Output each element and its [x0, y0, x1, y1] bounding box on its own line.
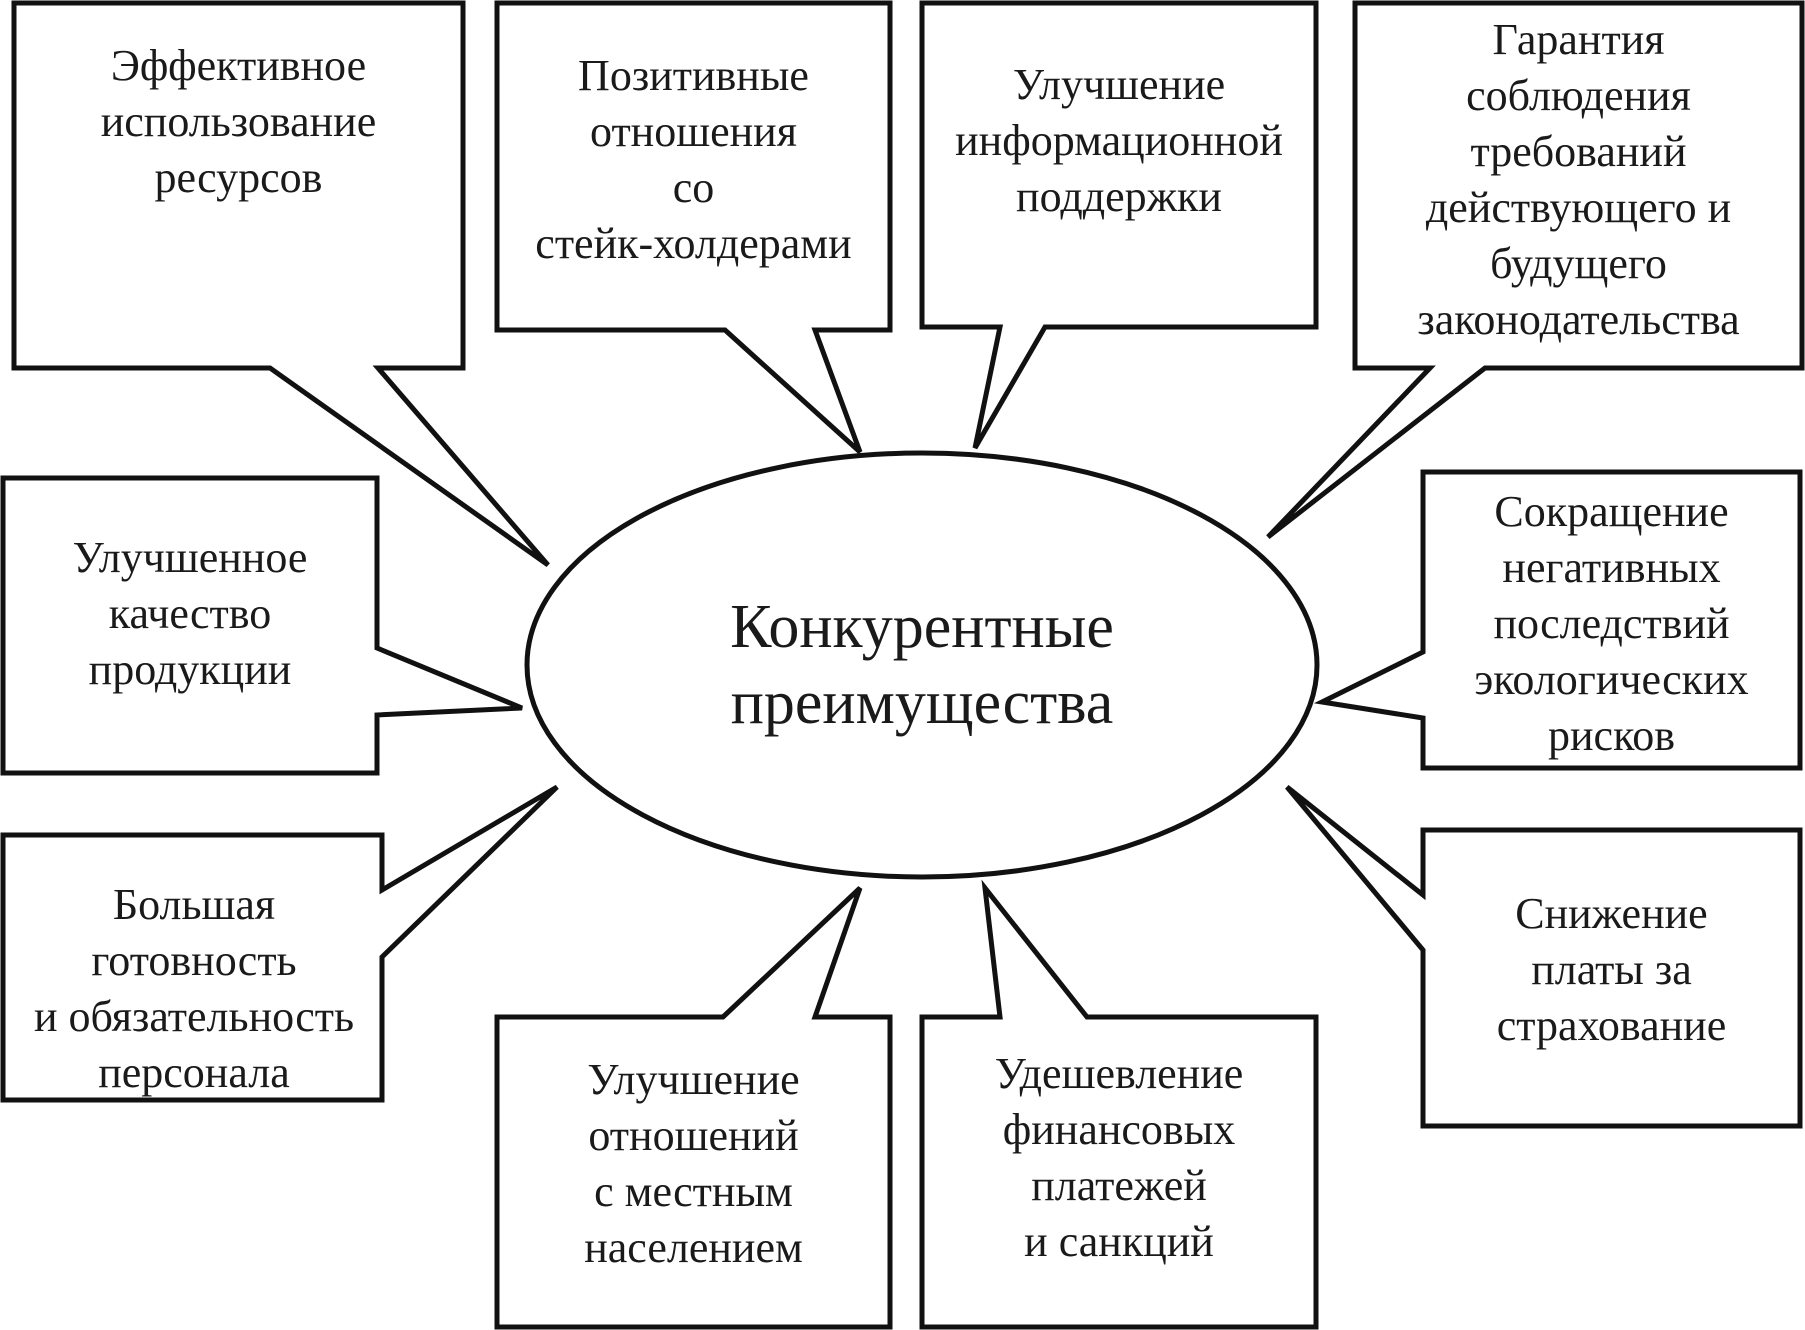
callout-insurance-label: Снижение платы за страхование [1496, 889, 1727, 1050]
callout-legislation-shape [1266, 0, 1805, 539]
center-label: Конкурентные преимущества [730, 593, 1114, 737]
callout-payments-label: Удешевление финансовых платежей и санкци… [994, 1049, 1244, 1266]
callout-resources-label: Эффективное использование ресурсов [100, 41, 377, 202]
callout-personnel-label: Большая готовность и обязательность перс… [33, 880, 355, 1097]
callout-legislation-label: Гарантия соблюдения требований действующ… [1417, 15, 1740, 344]
callout-personnel-shape [0, 784, 559, 1103]
callout-local-population-label: Улучшение отношений с местным населением [584, 1055, 803, 1272]
callout-resources-shape [11, 0, 550, 568]
callout-eco-risks-shape [1313, 469, 1803, 771]
callout-quality-label: Улучшенное качество продукции [72, 533, 308, 694]
callout-eco-risks-label: Сокращение негативных последствий эколог… [1474, 487, 1749, 760]
callout-stakeholders-shape [494, 0, 893, 454]
callout-payments-shape [919, 879, 1319, 1330]
callout-stakeholders-label: Позитивные отношения со стейк-холдерами [535, 51, 852, 268]
callout-local-population-shape [494, 886, 893, 1330]
callout-info-support-shape [919, 0, 1319, 450]
center-ellipse [524, 450, 1320, 880]
callout-insurance-shape [1285, 785, 1803, 1129]
callout-info-support-label: Улучшение информационной поддержки [955, 60, 1283, 221]
callout-quality-shape [0, 475, 523, 776]
